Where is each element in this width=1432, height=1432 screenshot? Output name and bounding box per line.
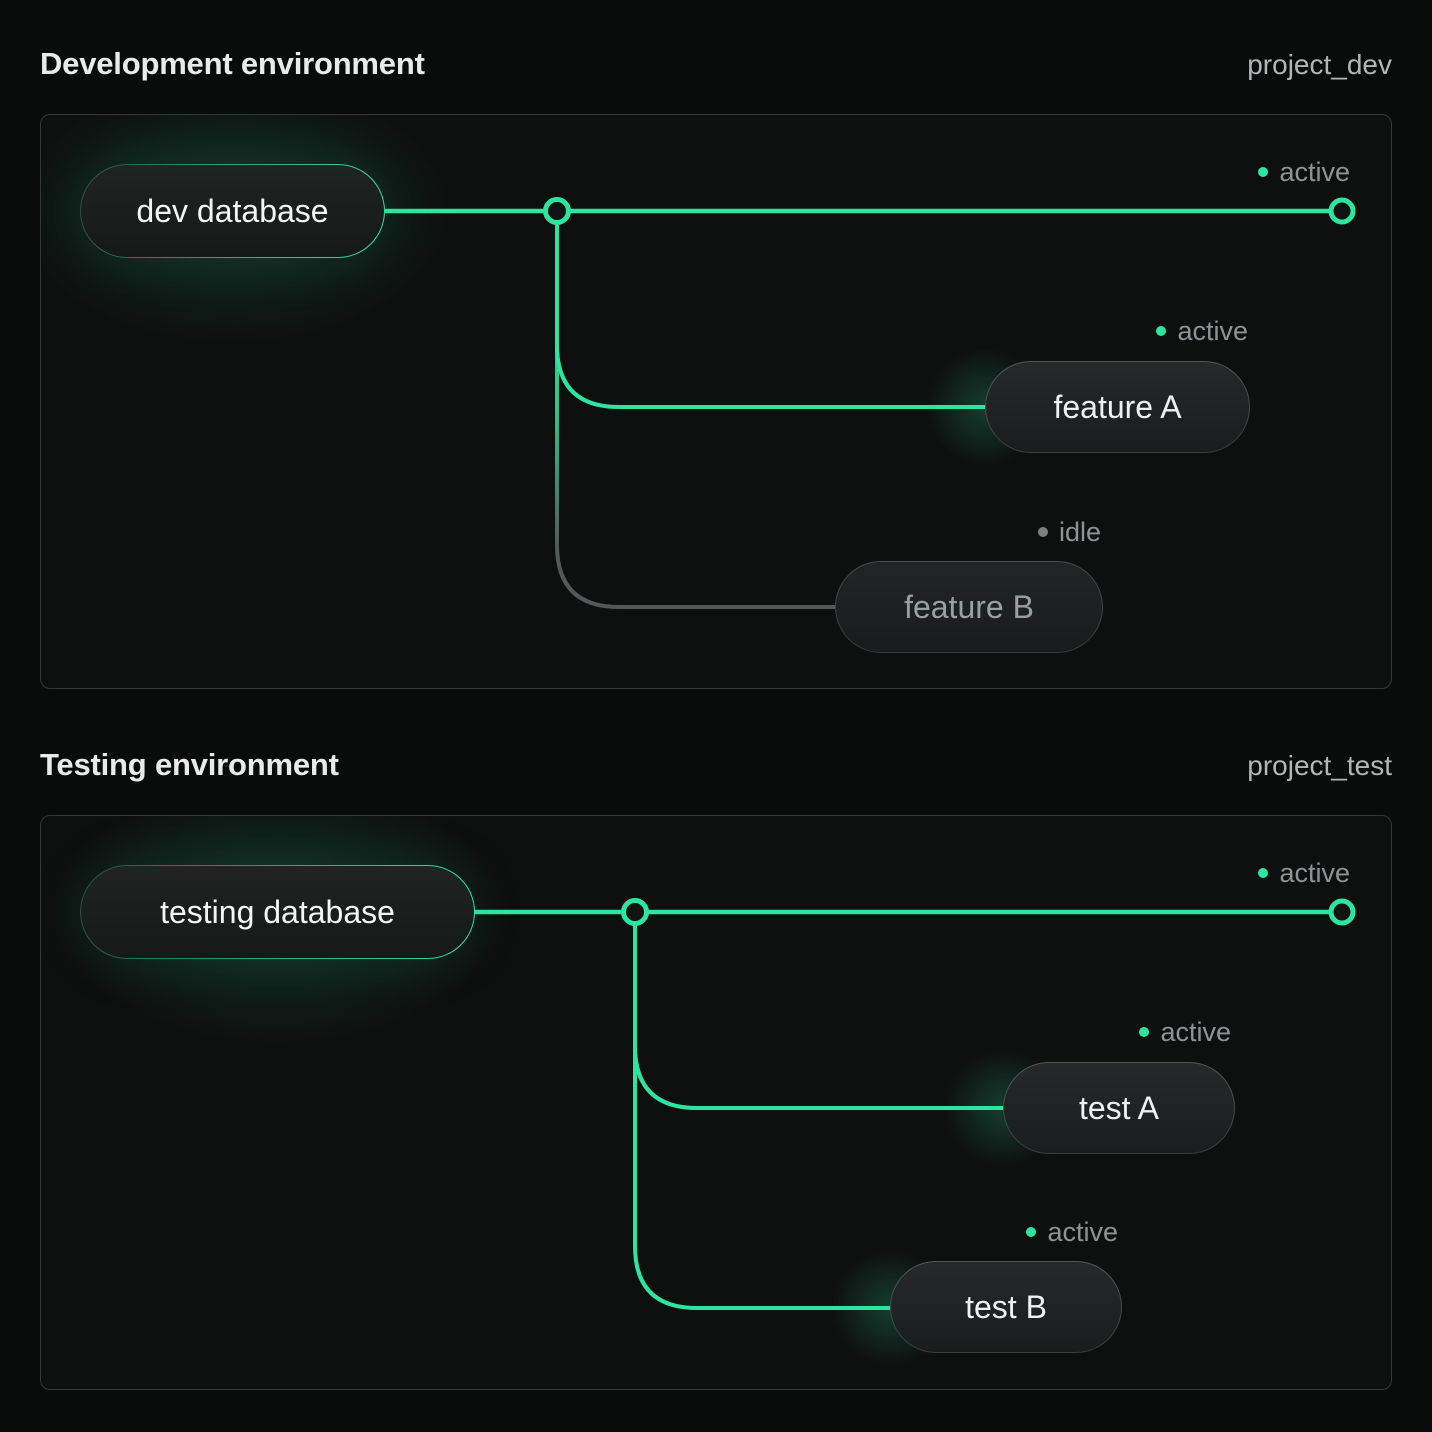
dev-branch-lines-svg	[385, 197, 1356, 609]
test-env-panel: active active active testing database te…	[40, 815, 1392, 1390]
status-dot-icon	[1258, 167, 1269, 177]
branch-junction-point	[543, 197, 571, 225]
testing-database-node[interactable]: testing database	[80, 865, 475, 959]
dev-env-panel: active active idle dev database feature …	[40, 114, 1392, 689]
test-project-label: project_test	[1247, 750, 1392, 781]
branch-line-feature-b	[555, 211, 835, 609]
status-label: active	[1279, 156, 1350, 187]
feature-a-status-badge: active	[1156, 315, 1248, 347]
status-dot-icon	[1139, 1027, 1150, 1037]
branch-junction-point	[621, 898, 649, 926]
test-a-node[interactable]: test A	[1003, 1062, 1235, 1154]
test-a-status-badge: active	[1139, 1016, 1231, 1048]
node-label: dev database	[136, 192, 329, 229]
dev-database-node[interactable]: dev database	[80, 164, 385, 258]
main-branch-status-badge: active	[1258, 857, 1350, 889]
status-label: active	[1177, 315, 1248, 346]
status-label: idle	[1058, 516, 1101, 547]
test-b-node[interactable]: test B	[890, 1261, 1122, 1353]
status-label: active	[1047, 1216, 1118, 1247]
node-label: test A	[1078, 1089, 1160, 1126]
dev-project-label: project_dev	[1247, 49, 1392, 80]
main-branch-endpoint	[1328, 898, 1356, 926]
feature-b-status-badge: idle	[1037, 516, 1101, 548]
feature-b-node[interactable]: feature B	[835, 561, 1103, 653]
node-label: test B	[965, 1288, 1047, 1325]
dev-env-title: Development environment	[40, 46, 425, 81]
test-branch-lines-svg	[475, 898, 1356, 1310]
status-dot-icon	[1258, 868, 1269, 878]
node-label: feature B	[904, 588, 1034, 625]
test-env-title: Testing environment	[40, 747, 339, 782]
status-label: active	[1160, 1016, 1231, 1047]
node-label: feature A	[1053, 388, 1182, 425]
branch-line-feature-a	[555, 211, 985, 409]
test-b-status-badge: active	[1026, 1216, 1118, 1248]
node-label: testing database	[160, 893, 395, 930]
branch-line-test-a	[633, 912, 1003, 1110]
main-branch-endpoint	[1328, 197, 1356, 225]
status-dot-icon	[1156, 326, 1167, 336]
status-dot-icon	[1026, 1227, 1037, 1237]
dev-env-header: Development environment project_dev	[40, 44, 1392, 85]
main-branch-status-badge: active	[1258, 156, 1350, 188]
test-env-header: Testing environment project_test	[40, 745, 1392, 786]
status-dot-icon	[1037, 527, 1048, 537]
feature-a-node[interactable]: feature A	[985, 361, 1250, 453]
status-label: active	[1279, 857, 1350, 888]
branch-line-test-b	[633, 912, 890, 1310]
